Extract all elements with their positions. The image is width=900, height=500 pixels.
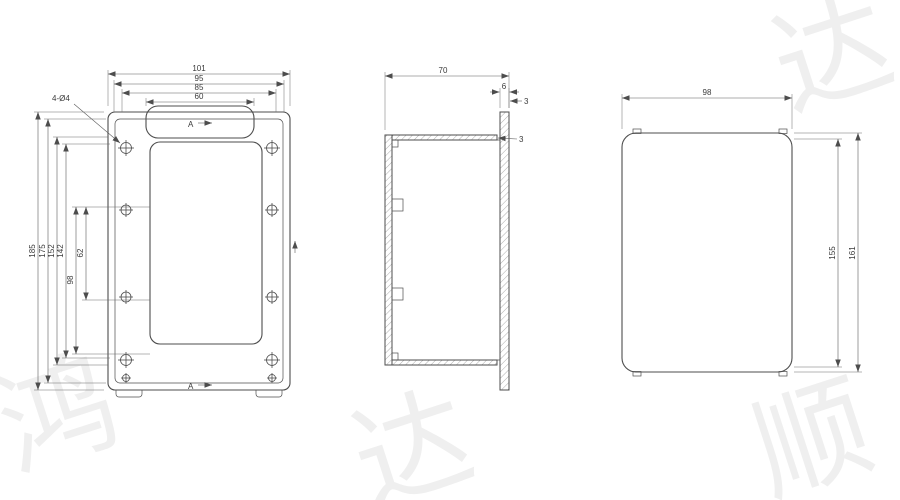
section-left-wall xyxy=(384,134,393,366)
dim-cover-6: 6 xyxy=(490,82,519,108)
section-boss-lower xyxy=(391,287,404,301)
lid-recess-outline xyxy=(149,141,263,345)
dim-width-95: 95 xyxy=(113,74,285,112)
section-label-top: A xyxy=(188,120,194,129)
dim-width-85: 85 xyxy=(121,83,277,112)
section-bottom-wall xyxy=(391,359,498,366)
hole-callout: 4-Ø4 xyxy=(52,94,121,144)
enclosure-flange-outline xyxy=(114,118,284,384)
front-view-body xyxy=(107,105,291,398)
watermark-char: 达 xyxy=(337,369,488,500)
dim-3-offset-label: 3 xyxy=(524,97,529,106)
dim-175-label: 175 xyxy=(38,244,47,258)
dim-height-62: 62 xyxy=(76,207,150,301)
front-view: 4-Ø4 A A 101 95 85 xyxy=(28,64,298,398)
foot-left xyxy=(115,390,143,398)
dim-height-175: 175 xyxy=(38,118,106,384)
dim-3-wall-label: 3 xyxy=(519,135,524,144)
dim-height-142: 142 xyxy=(56,143,110,359)
back-outline xyxy=(621,132,793,373)
dim-width-101: 101 xyxy=(107,64,291,106)
dim-60-label: 60 xyxy=(195,92,204,101)
dim-width-60: 60 xyxy=(145,92,255,106)
tab-bottom-left xyxy=(632,371,642,377)
section-corner-boss-bottom xyxy=(391,352,399,361)
dim-back-height-161: 161 xyxy=(794,132,862,373)
dim-155-label: 155 xyxy=(828,246,837,260)
dim-6-label: 6 xyxy=(502,82,507,91)
section-top-wall xyxy=(391,134,498,141)
dim-98-label: 98 xyxy=(703,88,712,97)
dim-62-label: 62 xyxy=(76,248,85,257)
dim-wall-3: 3 xyxy=(497,135,524,144)
dim-85-label: 85 xyxy=(195,83,204,92)
dim-height-152: 152 xyxy=(47,136,108,366)
watermark-char: 达 xyxy=(757,0,900,137)
dim-back-width-98: 98 xyxy=(621,88,793,129)
dim-161-label: 161 xyxy=(848,246,857,260)
dim-142-label: 142 xyxy=(56,244,65,258)
dim-height-185: 185 xyxy=(28,111,104,391)
hole-callout-label: 4-Ø4 xyxy=(52,94,70,103)
lid-dome-outline xyxy=(145,105,255,139)
dim-70-label: 70 xyxy=(439,66,448,75)
back-view-body xyxy=(621,128,793,377)
section-cover xyxy=(499,111,510,391)
enclosure-outer-outline xyxy=(107,111,291,391)
section-body xyxy=(384,111,510,391)
section-mark-bottom: A xyxy=(188,382,212,391)
tab-top-left xyxy=(632,128,642,134)
tab-bottom-right xyxy=(778,371,788,377)
dim-98-label: 98 xyxy=(66,275,75,284)
watermark-char: 顺 xyxy=(737,359,888,500)
dim-back-height-155: 155 xyxy=(794,138,842,368)
foot-right xyxy=(255,390,283,398)
section-corner-boss-top xyxy=(391,139,399,148)
tab-top-right xyxy=(778,128,788,134)
dim-101-label: 101 xyxy=(192,64,206,73)
section-boss-upper xyxy=(391,198,404,212)
section-view: 70 6 3 3 xyxy=(384,66,529,391)
section-label-bottom: A xyxy=(188,382,194,391)
dim-depth-70: 70 xyxy=(384,66,510,130)
dim-185-label: 185 xyxy=(28,244,37,258)
dim-offset-3: 3 xyxy=(510,97,529,106)
section-mark-top: A xyxy=(188,120,212,129)
back-view: 98 155 161 xyxy=(621,88,862,377)
dim-95-label: 95 xyxy=(195,74,204,83)
dim-152-label: 152 xyxy=(47,244,56,258)
mounting-holes xyxy=(117,139,281,384)
